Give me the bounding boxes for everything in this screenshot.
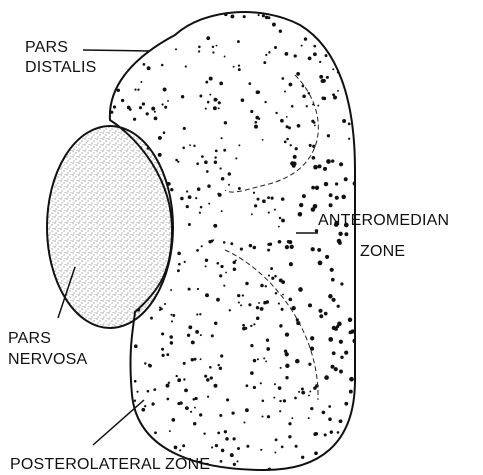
pars-distalis-label-line1: PARS: [25, 39, 68, 56]
pars-nervosa-label-line2: NERVOSA: [8, 351, 87, 368]
anteromedian-label-line2: ZONE: [360, 243, 405, 260]
pars-nervosa-label-line1: PARS: [8, 330, 51, 347]
pars-distalis-leader: [83, 50, 150, 51]
posterolateral-label: POSTEROLATERAL ZONE: [10, 456, 210, 473]
pars-distalis-label-line2: DISTALIS: [25, 59, 97, 76]
posterolateral-leader: [93, 400, 144, 445]
pars-nervosa-shape: [47, 126, 173, 328]
anteromedian-label-line1: ANTEROMEDIAN: [318, 212, 449, 229]
